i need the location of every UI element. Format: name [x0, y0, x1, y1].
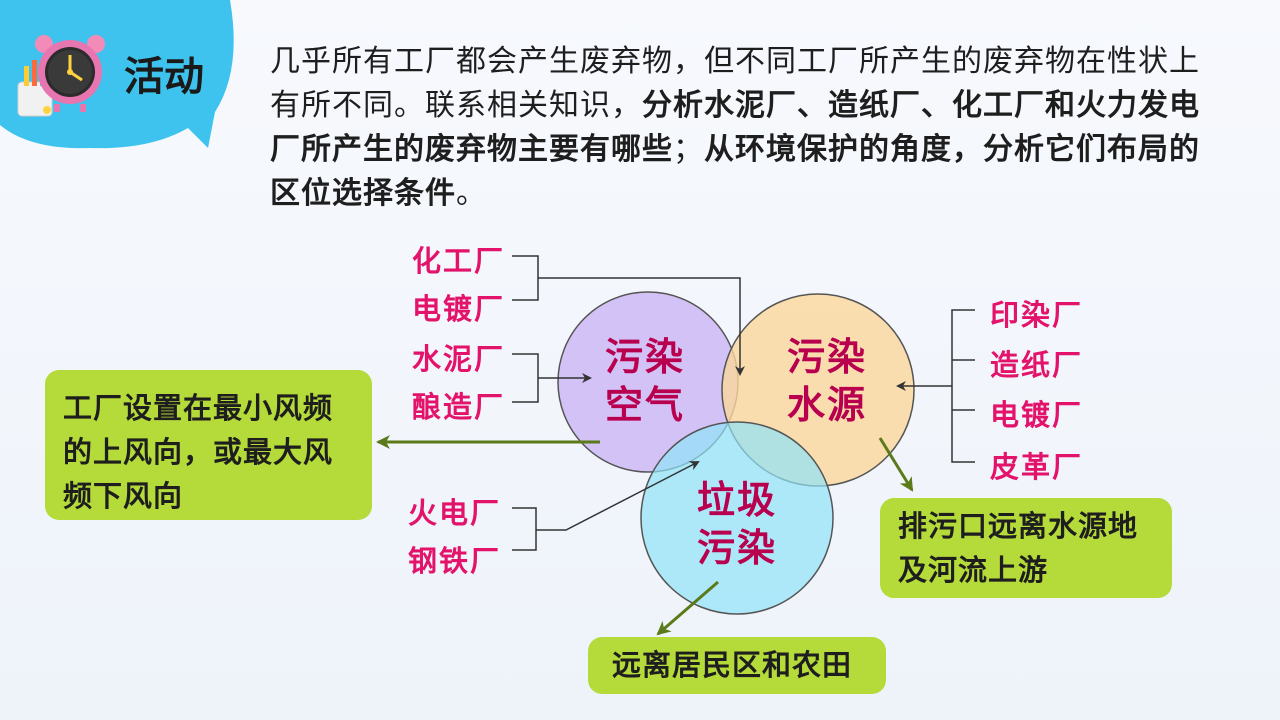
- green-arrow-water: [878, 437, 914, 492]
- arrow-bottom-left: [536, 461, 700, 531]
- water-label-line2: 水源: [786, 383, 867, 427]
- factory-label: 电镀厂: [990, 398, 1084, 432]
- factory-label: 印染厂: [990, 298, 1084, 332]
- alarm-clock-icon: [17, 35, 105, 117]
- air-circle-label: 污染 空气: [600, 333, 690, 429]
- waste-measure-box: 远离居民区和农田: [588, 637, 886, 694]
- waste-label-line1: 垃圾: [696, 478, 777, 522]
- prompt-bold-2: 从环境保护的角度，分析它们布局的区位选择条件: [270, 132, 1200, 211]
- bracket-mid-left: [512, 353, 539, 403]
- activity-prompt: 几乎所有工厂都会产生废弃物，但不同工厂所产生的废弃物在性状上有所不同。联系相关知…: [270, 40, 1220, 216]
- factory-label: 水泥厂: [412, 342, 506, 376]
- arrow-top-left: [538, 277, 745, 376]
- activity-badge: [0, 0, 234, 149]
- factory-label: 电镀厂: [412, 292, 506, 326]
- factory-label: 皮革厂: [990, 450, 1084, 484]
- factory-label: 造纸厂: [990, 348, 1084, 382]
- water-label-line1: 污染: [786, 335, 867, 379]
- prompt-text: 几乎所有工厂都会产生废弃物，但不同工厂所产生的废弃物在性状上有所不同。联系相关知…: [270, 44, 1200, 123]
- bracket-top-left: [512, 255, 539, 301]
- bracket-bottom-left: [512, 507, 537, 551]
- factory-label: 火电厂: [408, 496, 502, 530]
- activity-title: 活动: [124, 54, 204, 100]
- water-measure-box: 排污口远离水源地及河流上游: [880, 498, 1172, 598]
- bracket-right: [951, 309, 975, 463]
- air-label-line1: 污染: [604, 335, 685, 379]
- air-measure-box: 工厂设置在最小风频的上风向，或最大风频下风向: [45, 370, 372, 520]
- prompt-sep: ；: [673, 132, 704, 167]
- prompt-bold-1: 分析水泥厂、造纸厂、化工厂和火力发电厂所产生的废弃物主要有哪些: [270, 88, 1200, 167]
- factory-label: 化工厂: [412, 244, 506, 278]
- factory-label: 酿造厂: [412, 390, 506, 424]
- green-arrow-waste: [656, 580, 719, 636]
- water-circle-label: 污染 水源: [782, 333, 872, 429]
- waste-circle-label: 垃圾 污染: [692, 476, 782, 572]
- waste-label-line2: 污染: [696, 526, 777, 570]
- factory-label: 钢铁厂: [408, 544, 502, 578]
- prompt-end: 。: [456, 176, 487, 211]
- air-label-line2: 空气: [604, 383, 685, 427]
